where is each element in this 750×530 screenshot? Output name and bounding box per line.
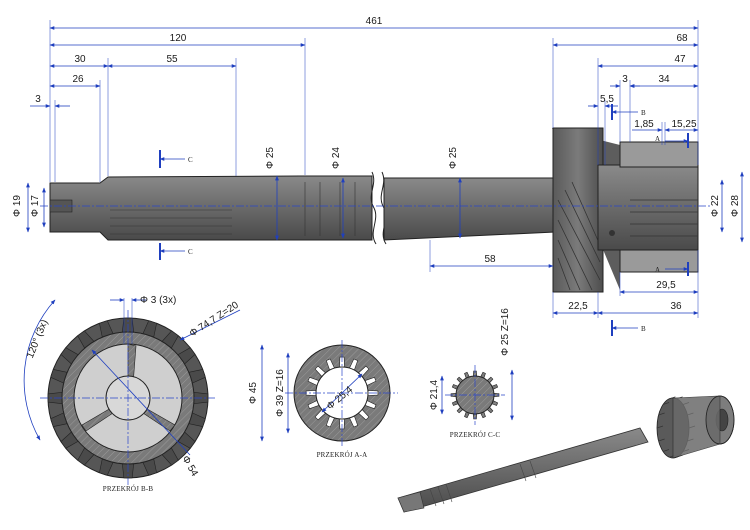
- dim-58: 58: [484, 254, 496, 265]
- dim-5-5: 5,5: [600, 94, 614, 105]
- dim-15-25: 15,25: [671, 119, 696, 130]
- dim-55: 55: [166, 54, 178, 65]
- dim-dia-22: Φ 22: [710, 195, 721, 217]
- top-dimensions: 461 120 30 55 26 3 68 47 3 34 5,5 1,85 1…: [30, 16, 699, 182]
- dim-30: 30: [74, 54, 86, 65]
- dim-dia-28: Φ 28: [730, 195, 741, 217]
- dim-dia-25-a: Φ 25: [265, 147, 276, 169]
- dim-34: 34: [658, 74, 670, 85]
- dim-3-right: 3: [622, 74, 628, 85]
- dim-68: 68: [676, 33, 688, 44]
- section-aa-spline: Φ 45 Φ 39 Z=16 Φ 25,4 PRZEKRÓJ A-A: [248, 340, 398, 459]
- marker-c-top: C: [188, 156, 193, 164]
- marker-a-top: A: [655, 135, 660, 143]
- shaft-25-label: Φ 25 Z=16: [500, 308, 511, 356]
- iso-tooth: [669, 396, 676, 400]
- marker-b-top: B: [641, 109, 646, 117]
- dim-120: 120: [170, 33, 187, 44]
- caption-cc: PRZEKRÓJ C-C: [450, 431, 501, 439]
- dim-36: 36: [670, 301, 682, 312]
- bottom-dimensions: 58 29,5 22,5 36: [429, 240, 699, 318]
- hole-label: Φ 3 (3x): [140, 295, 176, 306]
- spline-45-label: Φ 45: [248, 382, 259, 404]
- dim-dia-17: Φ 17: [30, 195, 41, 217]
- isometric-view: [397, 395, 735, 513]
- dim-overall: 461: [366, 16, 383, 27]
- angle-label: 120° (3x): [25, 318, 50, 360]
- iso-tooth: [662, 449, 670, 452]
- dim-dia-24: Φ 24: [331, 147, 342, 169]
- caption-bb: PRZEKRÓJ B-B: [103, 485, 154, 493]
- diameter-dimensions: Φ 19 Φ 17 Φ 25 Φ 24 Φ 25 Φ 22 Φ 28: [12, 147, 744, 243]
- caption-aa: PRZEKRÓJ A-A: [317, 451, 368, 459]
- dim-1-85: 1,85: [634, 119, 654, 130]
- dim-29-5: 29,5: [656, 280, 676, 291]
- dim-26: 26: [72, 74, 84, 85]
- dim-22-5: 22,5: [568, 301, 588, 312]
- bore-54-label: Φ 54: [179, 454, 200, 479]
- shaft-21-4-label: Φ 21,4: [429, 379, 440, 410]
- iso-tooth: [662, 402, 670, 405]
- dim-47: 47: [674, 54, 686, 65]
- section-bb-gear: 120° (3x) Φ 3 (3x) Φ 74,7 Z=20 Φ 54 PRZE…: [23, 295, 241, 493]
- marker-b-bottom: B: [641, 325, 646, 333]
- spline-39-label: Φ 39 Z=16: [275, 369, 286, 417]
- dim-3-left: 3: [35, 94, 41, 105]
- marker-a-bottom: A: [655, 266, 660, 274]
- section-cc-shaft: Φ 21,4 Φ 25 Z=16 PRZEKRÓJ C-C: [429, 308, 514, 439]
- section-markers: C C B B A A: [159, 104, 689, 336]
- gear-od-label: Φ 74,7 Z=20: [188, 300, 241, 340]
- shaft-side-view: [40, 127, 710, 293]
- dim-dia-25-b: Φ 25: [448, 147, 459, 169]
- iso-tooth: [656, 425, 664, 429]
- iso-tooth: [658, 438, 665, 442]
- marker-c-bottom: C: [188, 248, 193, 256]
- iso-tooth: [658, 412, 665, 416]
- dim-dia-19: Φ 19: [12, 195, 23, 217]
